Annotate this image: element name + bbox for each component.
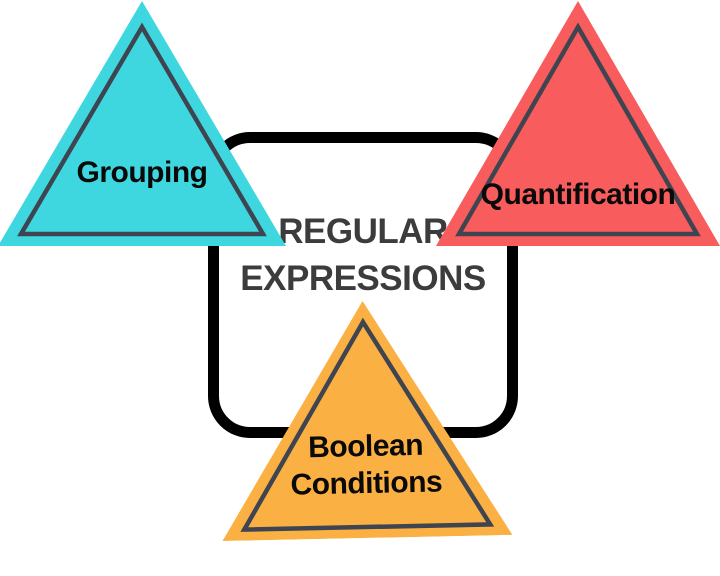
grouping-triangle: Grouping	[0, 0, 286, 246]
grouping-label: Grouping	[76, 156, 208, 189]
diagram-title: REGULAR EXPRESSIONS	[208, 208, 518, 302]
quantification-label: Quantification	[480, 178, 676, 211]
boolean-conditions-label: Boolean Conditions	[220, 425, 511, 505]
boolean-conditions-triangle-graphic	[222, 301, 513, 542]
boolean-conditions-label-line-1: Boolean	[307, 428, 424, 465]
title-line-2: EXPRESSIONS	[240, 259, 486, 298]
boolean-conditions-triangle: Boolean Conditions	[218, 297, 513, 542]
quantification-triangle-shape	[436, 1, 720, 246]
boolean-conditions-label-line-2: Conditions	[290, 465, 443, 502]
title-line-1: REGULAR	[278, 212, 448, 251]
quantification-triangle-inner-outline	[455, 22, 701, 237]
grouping-triangle-inner-outline	[17, 22, 267, 237]
quantification-triangle-graphic	[436, 1, 720, 246]
boolean-conditions-triangle-inner-outline	[240, 317, 495, 532]
boolean-conditions-triangle-shape	[222, 301, 513, 542]
quantification-triangle: Quantification	[436, 0, 720, 246]
grouping-triangle-shape	[0, 1, 286, 246]
grouping-triangle-graphic	[0, 1, 286, 246]
